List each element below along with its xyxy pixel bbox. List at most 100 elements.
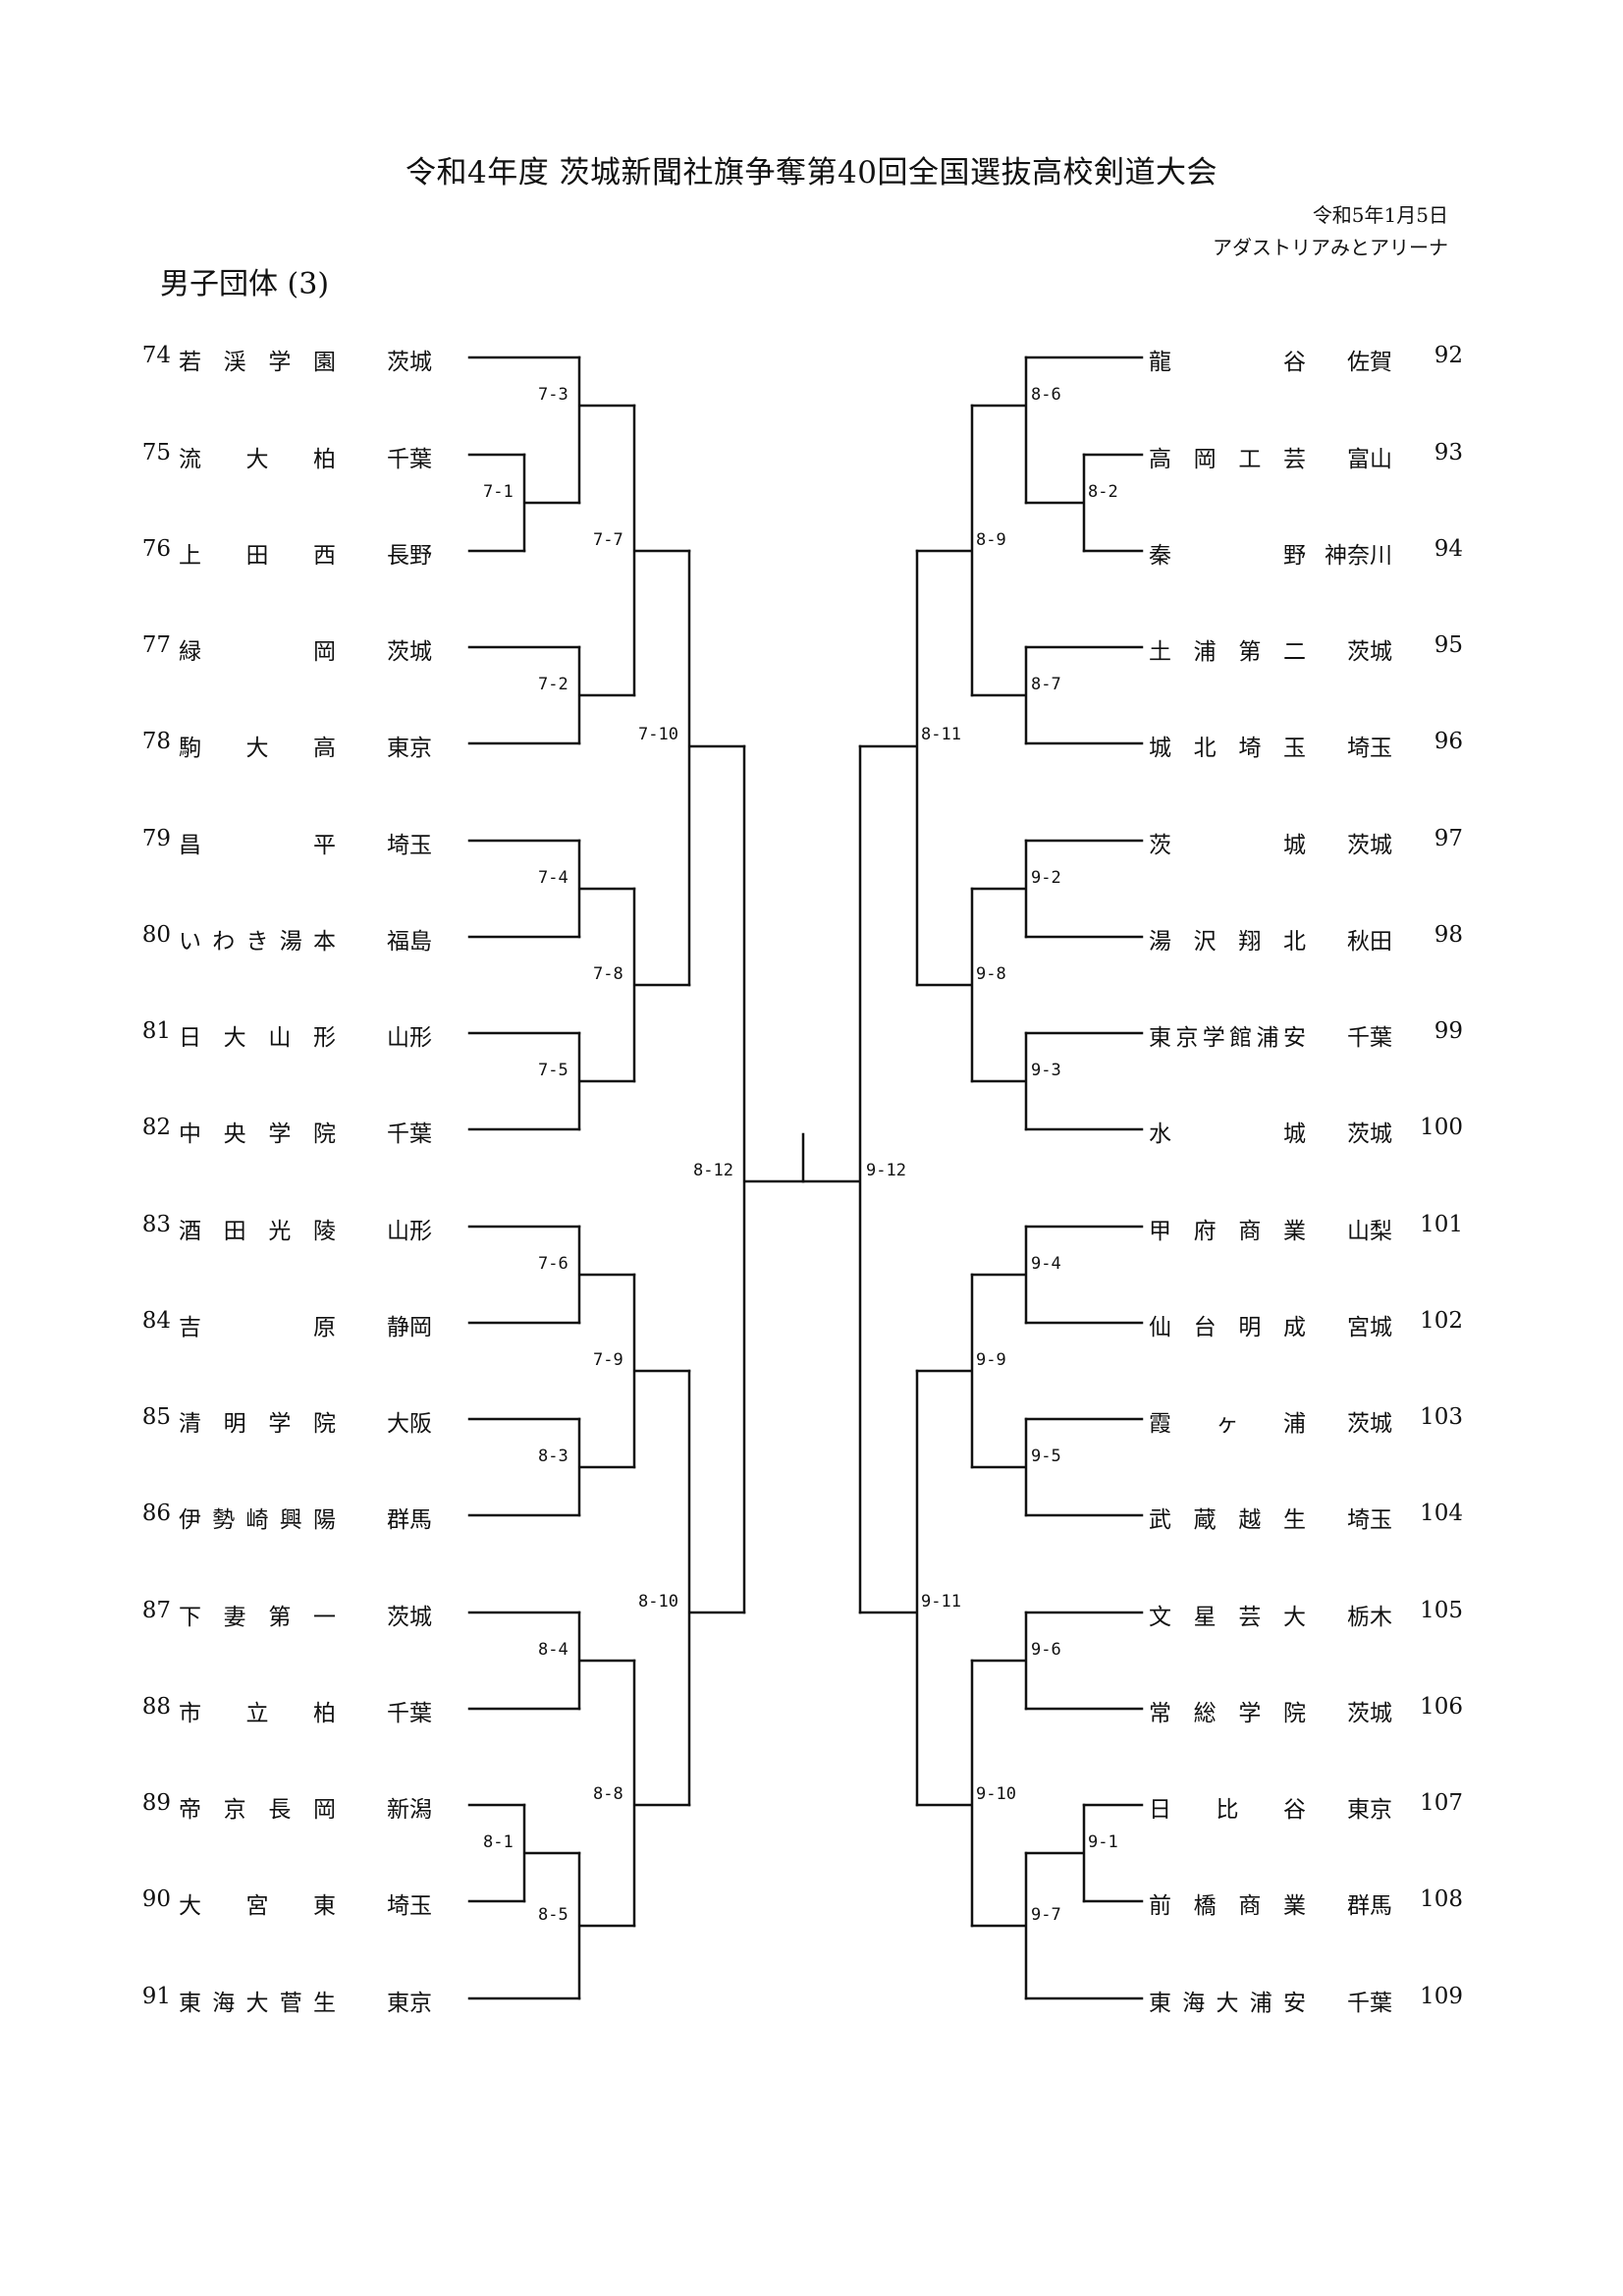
team-number: 77 (141, 632, 171, 658)
team-prefecture: 宮城 (1347, 1315, 1392, 1340)
bracket-line (970, 1417, 1028, 1517)
match-label: 9-6 (1031, 1640, 1061, 1660)
bracket-line (970, 645, 1028, 745)
team-prefecture: 富山 (1347, 447, 1392, 472)
bracket-line (915, 887, 974, 1083)
team-number: 76 (141, 536, 171, 562)
team-name: 秦野 (1149, 543, 1306, 569)
team-row-84: 84 吉原 静岡 (137, 1308, 452, 1340)
team-number: 93 (1434, 440, 1463, 465)
team-row-95: 土浦第二 茨城 95 (1149, 632, 1473, 665)
bracket-line (577, 839, 636, 939)
event-date: 令和5年1月5日 (1312, 203, 1448, 227)
team-row-89: 89 帝京長岡 新潟 (137, 1790, 452, 1823)
team-name: 日大山形 (179, 1025, 336, 1051)
team-number: 107 (1420, 1790, 1463, 1816)
match-label: 7-8 (593, 964, 623, 984)
match-label: 9-2 (1031, 868, 1061, 888)
page-title: 令和4年度 茨城新聞社旗争奪第40回全国選抜高校剣道大会 (405, 155, 1218, 191)
team-row-76: 76 上田西 長野 (137, 536, 452, 569)
match-label: 7-4 (538, 868, 568, 888)
team-name: 昌平 (179, 833, 336, 858)
match-label: 7-10 (638, 725, 678, 744)
team-prefecture: 東京 (1347, 1797, 1392, 1823)
team-number: 89 (141, 1790, 171, 1816)
bracket-line (687, 549, 746, 987)
bracket-line (577, 645, 636, 745)
bracket-line (632, 404, 691, 697)
bracket-line (801, 744, 862, 1614)
event-venue: アダストリアみとアリーナ (1213, 236, 1448, 259)
team-row-88: 88 市立柏 千葉 (137, 1694, 452, 1726)
team-row-80: 80 いわき湯本 福島 (137, 922, 452, 955)
team-name: 中央学院 (179, 1121, 336, 1147)
bracket-line (522, 453, 581, 553)
bracket-line (1024, 1803, 1086, 1903)
match-label: 8-12 (693, 1161, 733, 1180)
team-prefecture: 神奈川 (1325, 543, 1392, 569)
bracket-line (632, 887, 691, 1083)
bracket-line (577, 1417, 636, 1517)
team-name: 湯沢翔北 (1149, 929, 1306, 955)
team-row-79: 79 昌平 埼玉 (137, 826, 452, 858)
team-number: 80 (141, 922, 171, 948)
match-label: 8-7 (1031, 675, 1061, 694)
match-label: 8-9 (976, 530, 1006, 550)
team-prefecture: 長野 (387, 543, 432, 569)
team-prefecture: 東京 (387, 736, 432, 761)
team-row-99: 東京学館浦安 千葉 99 (1149, 1018, 1473, 1051)
team-row-91: 91 東海大菅生 東京 (137, 1984, 452, 2016)
team-prefecture: 群馬 (1347, 1893, 1392, 1919)
team-name: 城北埼玉 (1149, 736, 1306, 761)
team-number: 82 (141, 1115, 171, 1140)
bracket-line (577, 355, 636, 505)
team-row-92: 龍谷 佐賀 92 (1149, 343, 1473, 375)
team-name: 上田西 (179, 543, 336, 569)
bracket-line (970, 1031, 1028, 1131)
match-label: 8-10 (638, 1592, 678, 1612)
match-label: 9-4 (1031, 1254, 1061, 1274)
team-number: 92 (1434, 343, 1463, 368)
team-row-102: 仙台明成 宮城 102 (1149, 1308, 1473, 1340)
bracket-line (632, 1273, 691, 1469)
team-prefecture: 茨城 (387, 350, 432, 375)
team-prefecture: 新潟 (387, 1797, 432, 1823)
team-name: 帝京長岡 (179, 1797, 336, 1823)
team-prefecture: 栃木 (1347, 1605, 1392, 1630)
team-row-93: 高岡工芸 富山 93 (1149, 440, 1473, 472)
team-name: 甲府商業 (1149, 1219, 1306, 1244)
team-prefecture: 山形 (387, 1219, 432, 1244)
bracket-line (522, 1803, 581, 1903)
team-row-82: 82 中央学院 千葉 (137, 1115, 452, 1147)
team-name: 緑岡 (179, 639, 336, 665)
match-label: 8-1 (483, 1832, 514, 1852)
team-number: 90 (141, 1886, 171, 1912)
team-prefecture: 大阪 (387, 1411, 432, 1437)
team-name: 市立柏 (179, 1701, 336, 1726)
team-name: 東京学館浦安 (1149, 1025, 1306, 1051)
team-row-77: 77 緑岡 茨城 (137, 632, 452, 665)
match-label: 9-7 (1031, 1905, 1061, 1925)
team-prefecture: 茨城 (1347, 833, 1392, 858)
team-name: 仙台明成 (1149, 1315, 1306, 1340)
team-name: 東海大浦安 (1149, 1991, 1306, 2016)
team-name: 駒大高 (179, 736, 336, 761)
team-number: 104 (1420, 1501, 1463, 1526)
team-name: 文星芸大 (1149, 1605, 1306, 1630)
team-number: 100 (1420, 1115, 1463, 1140)
team-prefecture: 福島 (387, 929, 432, 955)
team-number: 74 (141, 343, 171, 368)
team-row-85: 85 清明学院 大阪 (137, 1404, 452, 1437)
match-label: 8-6 (1031, 385, 1061, 405)
team-row-94: 秦野 神奈川 94 (1149, 536, 1473, 569)
team-prefecture: 千葉 (387, 1121, 432, 1147)
team-prefecture: 千葉 (387, 1701, 432, 1726)
team-name: いわき湯本 (179, 929, 336, 955)
team-number: 81 (141, 1018, 171, 1044)
team-prefecture: 埼玉 (1347, 1507, 1392, 1533)
team-prefecture: 埼玉 (387, 833, 432, 858)
bracket-line (632, 1659, 691, 1928)
team-row-78: 78 駒大高 東京 (137, 729, 452, 761)
team-prefecture: 茨城 (1347, 1411, 1392, 1437)
